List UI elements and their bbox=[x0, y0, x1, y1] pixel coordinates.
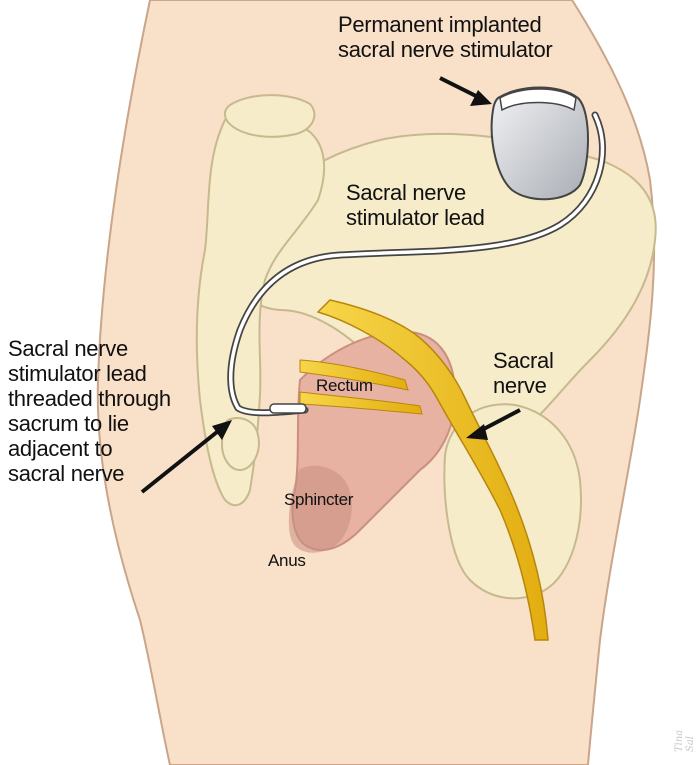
label-implant: Permanent implanted sacral nerve stimula… bbox=[338, 12, 552, 62]
label-lead: Sacral nerve stimulator lead bbox=[346, 180, 485, 230]
label-sphincter: Sphincter bbox=[284, 490, 353, 510]
label-rectum: Rectum bbox=[316, 376, 373, 396]
label-anus: Anus bbox=[268, 551, 306, 571]
label-threaded: Sacral nerve stimulator lead threaded th… bbox=[8, 336, 171, 486]
label-sacral-nerve: Sacral nerve bbox=[493, 348, 554, 398]
vertebra-top bbox=[225, 95, 315, 137]
artist-signature: Tina Sal bbox=[674, 729, 696, 752]
lead-electrode bbox=[270, 404, 306, 413]
